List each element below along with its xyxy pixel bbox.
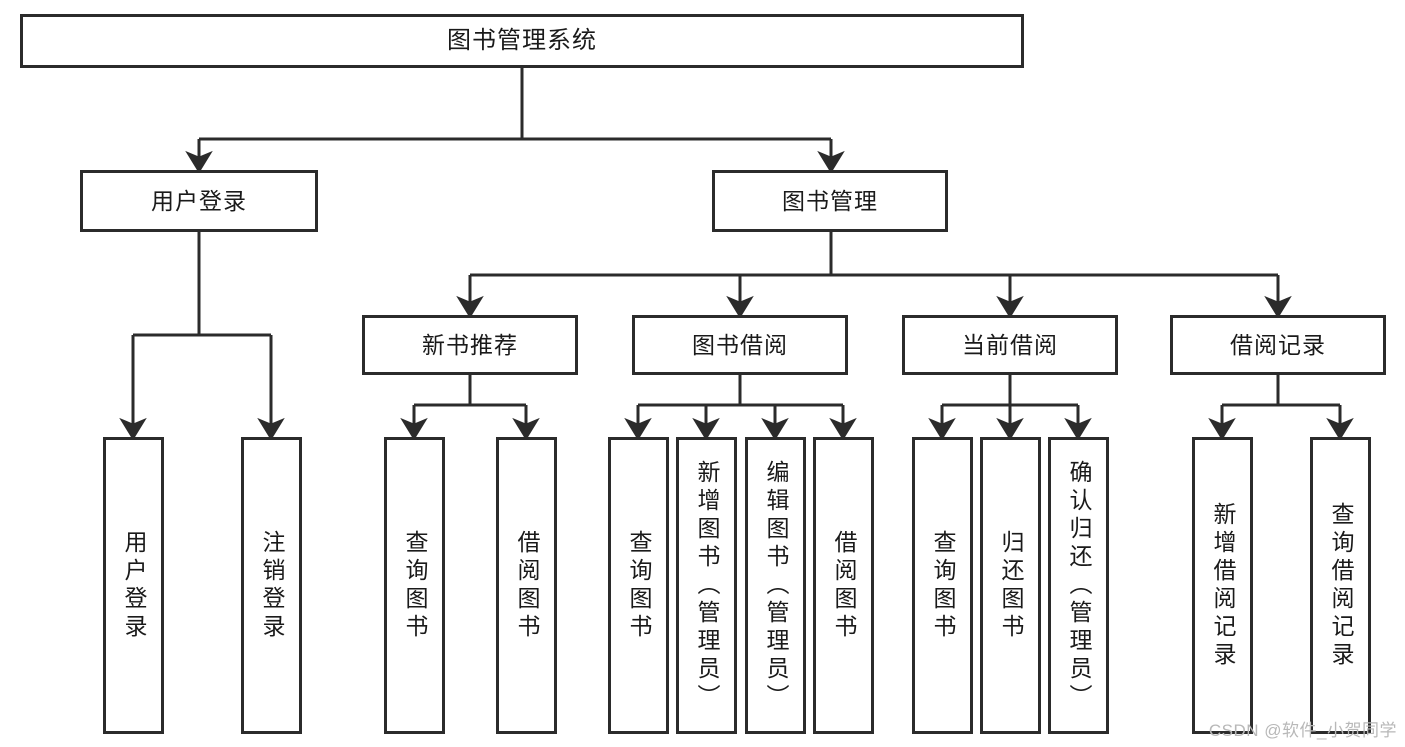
leaf-borrow-book-label: 借阅图书 (831, 529, 857, 642)
node-book-borrow-label: 图书借阅 (692, 331, 788, 358)
leaf-add-borrow-record-label: 新增借阅记录 (1210, 501, 1236, 670)
node-user-login[interactable]: 用户登录 (80, 170, 318, 232)
leaf-add-book-admin[interactable]: 新增图书（管理员） (676, 437, 737, 734)
leaf-query-borrow-record[interactable]: 查询借阅记录 (1310, 437, 1371, 734)
leaf-user-login[interactable]: 用户登录 (103, 437, 164, 734)
node-new-book-recommend[interactable]: 新书推荐 (362, 315, 578, 375)
leaf-borrow-book[interactable]: 借阅图书 (813, 437, 874, 734)
leaf-current-query-book[interactable]: 查询图书 (912, 437, 973, 734)
node-current-borrow[interactable]: 当前借阅 (902, 315, 1118, 375)
node-book-management[interactable]: 图书管理 (712, 170, 948, 232)
leaf-add-borrow-record[interactable]: 新增借阅记录 (1192, 437, 1253, 734)
leaf-query-borrow-record-label: 查询借阅记录 (1328, 501, 1354, 670)
leaf-borrow-query-book-label: 查询图书 (626, 529, 652, 642)
node-book-borrow[interactable]: 图书借阅 (632, 315, 848, 375)
node-root-label: 图书管理系统 (447, 27, 597, 54)
leaf-edit-book-admin-label: 编辑图书（管理员） (763, 459, 789, 712)
leaf-current-query-book-label: 查询图书 (930, 529, 956, 642)
node-borrow-records-label: 借阅记录 (1230, 331, 1326, 358)
node-borrow-records[interactable]: 借阅记录 (1170, 315, 1386, 375)
leaf-logout[interactable]: 注销登录 (241, 437, 302, 734)
node-book-management-label: 图书管理 (782, 187, 878, 214)
leaf-return-book-label: 归还图书 (998, 529, 1024, 642)
watermark-text: CSDN @软件_小贺同学 (1208, 721, 1397, 740)
leaf-edit-book-admin[interactable]: 编辑图书（管理员） (745, 437, 806, 734)
node-root-system[interactable]: 图书管理系统 (20, 14, 1024, 68)
leaf-new-book-query-label: 查询图书 (402, 529, 428, 642)
leaf-confirm-return-admin[interactable]: 确认归还（管理员） (1048, 437, 1109, 734)
node-new-book-recommend-label: 新书推荐 (422, 331, 518, 358)
leaf-logout-label: 注销登录 (259, 529, 285, 642)
leaf-new-book-borrow-label: 借阅图书 (514, 529, 540, 642)
leaf-borrow-query-book[interactable]: 查询图书 (608, 437, 669, 734)
node-user-login-label: 用户登录 (151, 187, 247, 214)
leaf-confirm-return-admin-label: 确认归还（管理员） (1066, 459, 1092, 712)
leaf-add-book-admin-label: 新增图书（管理员） (694, 459, 720, 712)
leaf-new-book-borrow[interactable]: 借阅图书 (496, 437, 557, 734)
leaf-new-book-query[interactable]: 查询图书 (384, 437, 445, 734)
leaf-return-book[interactable]: 归还图书 (980, 437, 1041, 734)
node-current-borrow-label: 当前借阅 (962, 331, 1058, 358)
leaf-user-login-label: 用户登录 (121, 529, 147, 642)
